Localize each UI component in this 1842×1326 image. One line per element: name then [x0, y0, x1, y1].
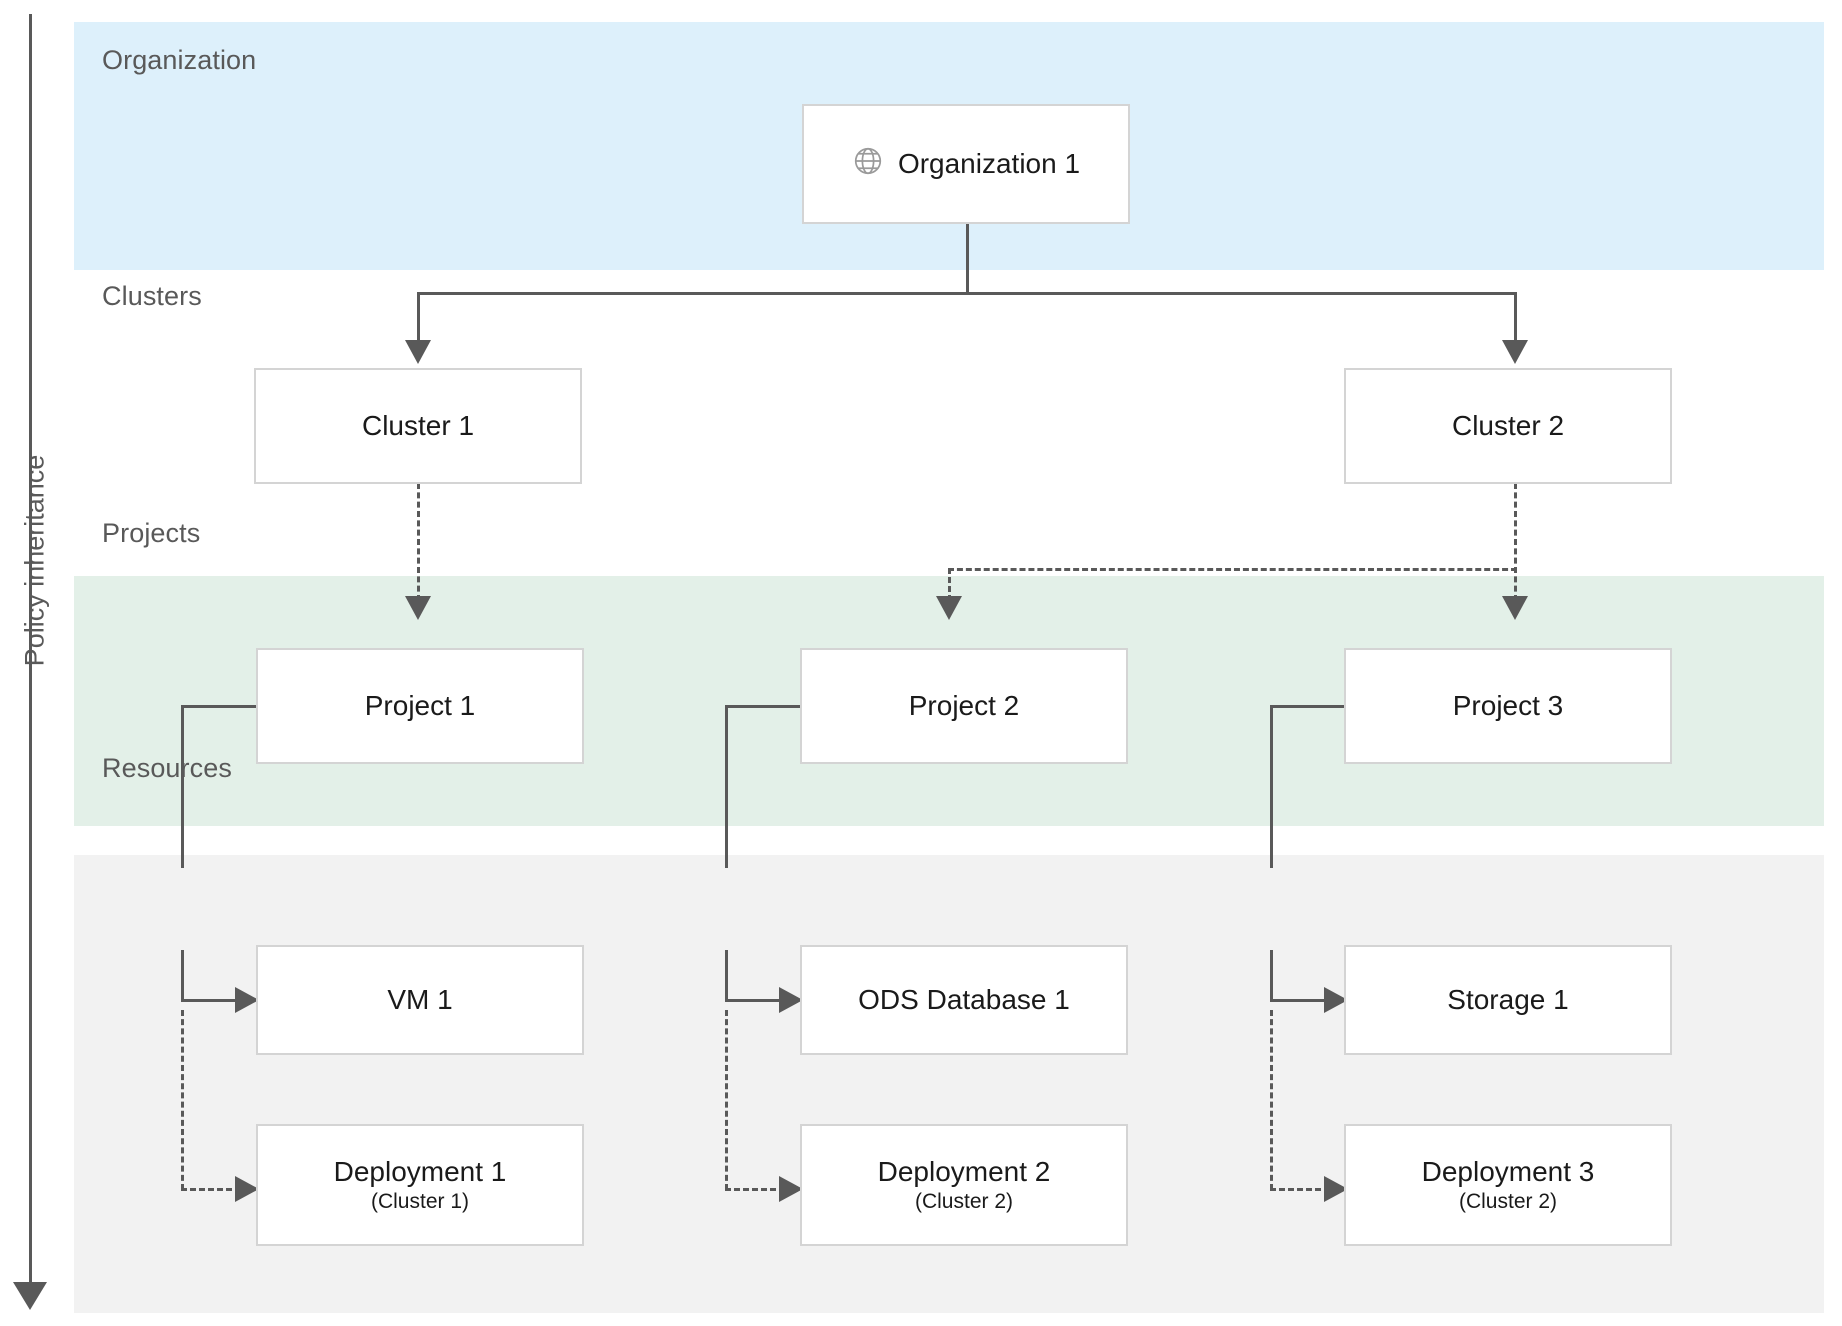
- arrow-project1-to-vm1: [235, 987, 259, 1013]
- node-label-ods-database-1: ODS Database 1: [858, 984, 1070, 1015]
- band-label-clusters: Clusters: [102, 281, 202, 311]
- arrow-project1-to-deployment1: [235, 1176, 259, 1202]
- connector-project1-to-deployment1-drop: [181, 1010, 184, 1190]
- connector-project1-down-upper: [181, 705, 184, 868]
- node-deployment-1[interactable]: Deployment 1 (Cluster 1): [256, 1124, 584, 1246]
- connector-project2-to-deployment2: [725, 1188, 785, 1191]
- policy-inheritance-label: Policy inheritance: [19, 454, 50, 667]
- globe-icon: [852, 145, 884, 184]
- policy-inheritance-arrow-icon: [13, 1282, 47, 1310]
- node-label-cluster-1: Cluster 1: [361, 410, 475, 441]
- connector-project1-left-stub: [181, 705, 258, 708]
- node-label-deployment-3: Deployment 3: [1421, 1156, 1595, 1187]
- node-label-project-3: Project 3: [1452, 690, 1564, 721]
- connector-project3-to-deployment3-drop: [1270, 1010, 1273, 1190]
- policy-inheritance-axis-line: [29, 14, 32, 1286]
- arrow-cluster2-to-project3: [1502, 596, 1528, 620]
- connector-project1-down-to-vm1: [181, 950, 184, 1002]
- arrow-org-to-cluster1: [405, 340, 431, 364]
- node-project-3[interactable]: Project 3: [1344, 648, 1672, 764]
- band-label-organization: Organization: [102, 45, 257, 75]
- node-organization-1[interactable]: Organization 1: [802, 104, 1130, 224]
- connector-project1-to-deployment1: [181, 1188, 241, 1191]
- node-label-storage-1: Storage 1: [1447, 984, 1569, 1015]
- connector-project3-down-upper: [1270, 705, 1273, 868]
- node-deployment-3[interactable]: Deployment 3 (Cluster 2): [1344, 1124, 1672, 1246]
- arrow-project2-to-deployment2: [779, 1176, 803, 1202]
- arrow-org-to-cluster2: [1502, 340, 1528, 364]
- node-cluster-2[interactable]: Cluster 2: [1344, 368, 1672, 484]
- connector-org-to-cluster1-drop: [417, 292, 420, 347]
- node-label-vm-1: VM 1: [387, 984, 453, 1015]
- arrow-cluster1-to-project1: [405, 596, 431, 620]
- connector-project2-left-stub: [725, 705, 802, 708]
- connector-project1-to-vm1: [181, 999, 241, 1002]
- connector-project2-down-upper: [725, 705, 728, 868]
- connector-org-to-cluster2-drop: [1514, 292, 1517, 347]
- band-label-projects: Projects: [102, 518, 201, 548]
- connector-cluster2-to-project2-drop: [948, 568, 951, 601]
- node-sublabel-deployment-2: (Cluster 2): [914, 1190, 1014, 1213]
- node-label-project-1: Project 1: [364, 690, 476, 721]
- connector-project3-to-storage: [1270, 999, 1330, 1002]
- connector-cluster1-to-project1: [417, 483, 420, 601]
- connector-project3-down-to-storage: [1270, 950, 1273, 1002]
- node-project-2[interactable]: Project 2: [800, 648, 1128, 764]
- arrow-cluster2-to-project2: [936, 596, 962, 620]
- node-sublabel-deployment-1: (Cluster 1): [370, 1190, 470, 1213]
- band-label-resources: Resources: [102, 753, 232, 783]
- node-label-deployment-2: Deployment 2: [877, 1156, 1051, 1187]
- node-project-1[interactable]: Project 1: [256, 648, 584, 764]
- connector-cluster2-to-project2-bus: [948, 568, 1517, 571]
- node-cluster-1[interactable]: Cluster 1: [254, 368, 582, 484]
- node-label-organization-1: Organization 1: [897, 148, 1081, 179]
- node-storage-1[interactable]: Storage 1: [1344, 945, 1672, 1055]
- connector-cluster2-to-project3: [1514, 483, 1517, 601]
- connector-project2-to-deployment2-drop: [725, 1010, 728, 1190]
- node-ods-database-1[interactable]: ODS Database 1: [800, 945, 1128, 1055]
- node-label-project-2: Project 2: [908, 690, 1020, 721]
- node-label-deployment-1: Deployment 1: [333, 1156, 507, 1187]
- arrow-project2-to-ods-database1: [779, 987, 803, 1013]
- connector-project2-down-to-ods: [725, 950, 728, 1002]
- node-sublabel-deployment-3: (Cluster 2): [1458, 1190, 1558, 1213]
- node-deployment-2[interactable]: Deployment 2 (Cluster 2): [800, 1124, 1128, 1246]
- connector-org-stem: [966, 222, 969, 294]
- connector-project3-to-deployment3: [1270, 1188, 1330, 1191]
- node-label-cluster-2: Cluster 2: [1451, 410, 1565, 441]
- connector-project3-left-stub: [1270, 705, 1347, 708]
- connector-project2-to-ods: [725, 999, 785, 1002]
- node-vm-1[interactable]: VM 1: [256, 945, 584, 1055]
- connector-org-bus: [417, 292, 1517, 295]
